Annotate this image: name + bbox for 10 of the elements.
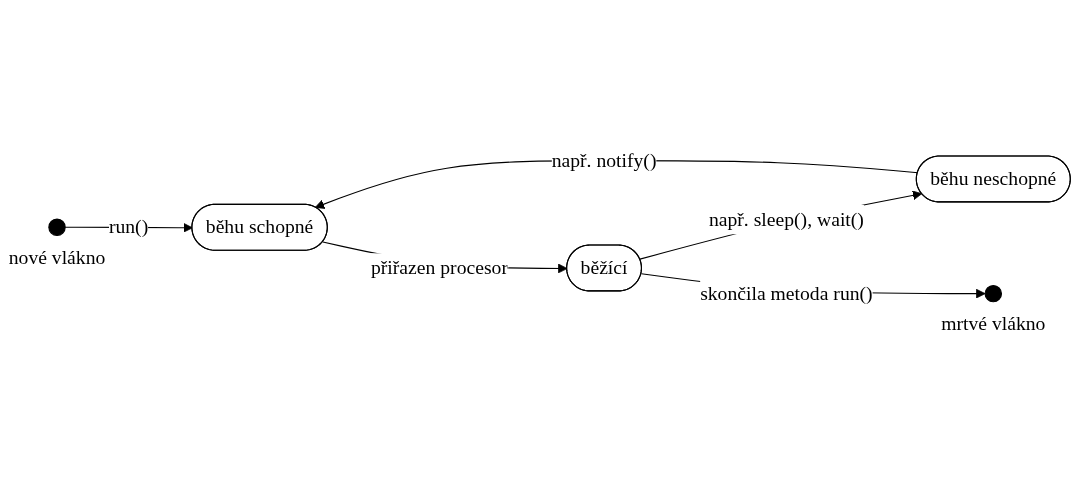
- arrow: [639, 190, 923, 260]
- node-circle: [48, 218, 66, 237]
- edge-label: přiřazen procesor: [370, 256, 508, 279]
- node-caption: mrtvé vlákno: [941, 312, 1046, 335]
- edge-label: např. notify(): [551, 149, 657, 172]
- edge-label: skončila metoda run(): [700, 282, 873, 305]
- edge-label: např. sleep(), wait(): [708, 208, 864, 231]
- node-caption: nové vlákno: [8, 245, 106, 268]
- edge-label: run(): [108, 215, 149, 238]
- node-circle: [984, 284, 1003, 303]
